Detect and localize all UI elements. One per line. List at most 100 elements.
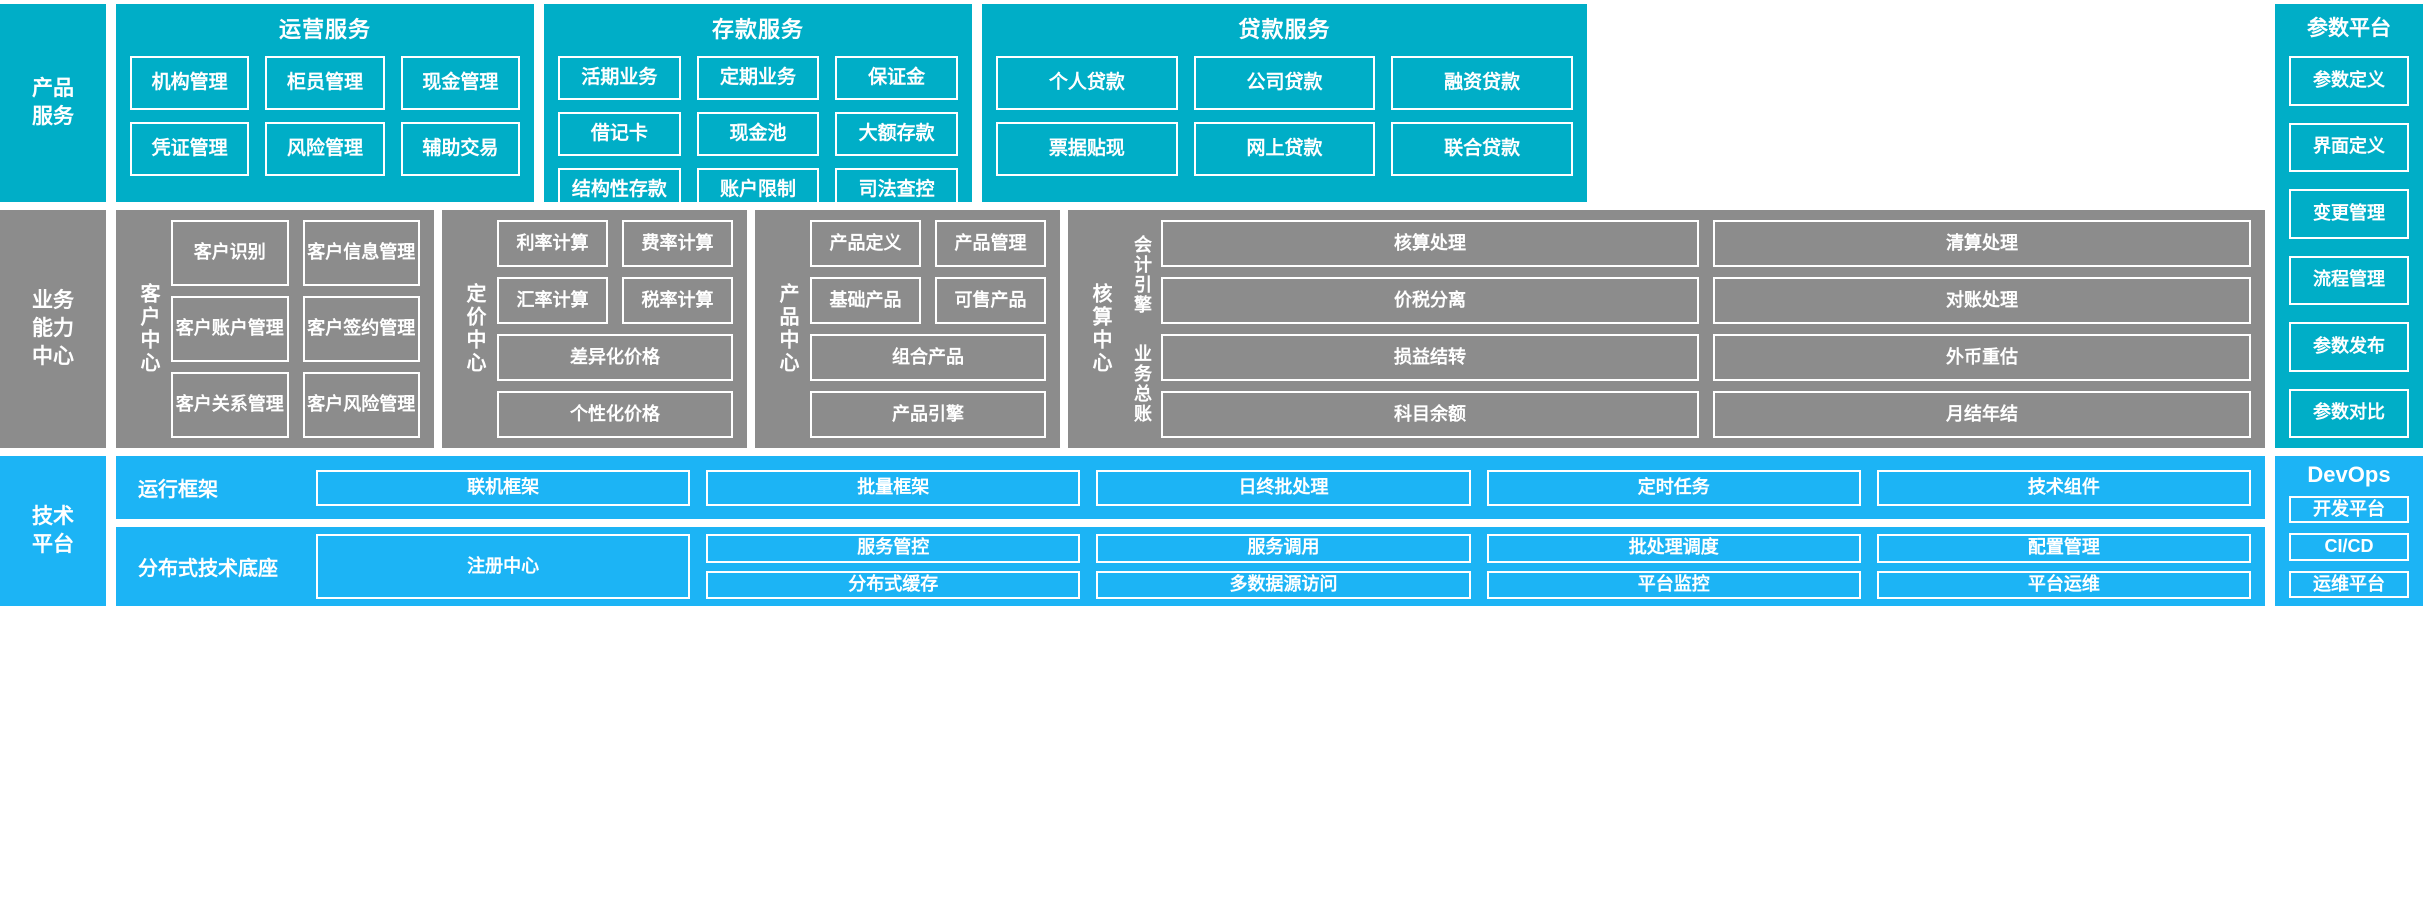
center-customer-label: 客户中心	[137, 283, 159, 375]
distributed-base-col-3: 批处理调度 平台监控	[1486, 534, 1861, 599]
param-item[interactable]: 参数对比	[2289, 388, 2409, 438]
tech-item[interactable]: 定时任务	[1486, 469, 1861, 506]
param-item[interactable]: 界面定义	[2289, 122, 2409, 172]
capability-item[interactable]: 产品管理	[935, 220, 1046, 267]
distributed-base-cells: 注册中心 服务管控 分布式缓存 服务调用 多数据源访问 批处理调度 平台监控	[316, 534, 2252, 599]
capability-item[interactable]: 客户关系管理	[171, 372, 289, 438]
center-product-label: 产品中心	[776, 283, 798, 375]
rail-technology-platform-line1: 技术	[32, 505, 74, 529]
capability-item[interactable]: 可售产品	[935, 277, 1046, 324]
capability-item[interactable]: 税率计算	[622, 277, 733, 324]
service-item[interactable]: 柜员管理	[265, 56, 385, 110]
devops-item[interactable]: 运维平台	[2289, 570, 2409, 598]
tech-item[interactable]: 多数据源访问	[1096, 570, 1471, 599]
param-platform-title: 参数平台	[2307, 17, 2391, 40]
tech-row-label-runtime-framework: 运行框架	[138, 479, 218, 501]
capability-item[interactable]: 损益结转	[1161, 334, 1699, 381]
capability-item[interactable]: 基础产品	[810, 277, 921, 324]
capability-centers: 客户中心 客户识别 客户信息管理 客户账户管理 客户签约管理 客户关系管理 客户…	[116, 210, 2265, 448]
service-item[interactable]: 风险管理	[265, 122, 385, 176]
service-item[interactable]: 网上贷款	[1193, 122, 1376, 176]
service-item[interactable]: 借记卡	[558, 112, 681, 156]
group-title-deposit-service: 存款服务	[711, 17, 804, 42]
capability-item[interactable]: 清算处理	[1713, 220, 2251, 267]
service-item[interactable]: 融资贷款	[1391, 56, 1573, 110]
capability-item[interactable]: 价税分离	[1161, 277, 1699, 324]
service-item[interactable]: 活期业务	[558, 56, 681, 100]
tech-item[interactable]: 配置管理	[1876, 534, 2252, 563]
capability-item[interactable]: 对账处理	[1713, 277, 2251, 324]
service-item[interactable]: 公司贷款	[1193, 56, 1376, 110]
tech-item[interactable]: 日终批处理	[1096, 469, 1471, 506]
service-item[interactable]: 大额存款	[835, 112, 958, 156]
tech-item[interactable]: 服务调用	[1096, 534, 1471, 563]
capability-item[interactable]: 差异化价格	[497, 334, 733, 381]
capability-item[interactable]: 汇率计算	[497, 277, 608, 324]
devops-item[interactable]: CI/CD	[2289, 533, 2409, 561]
tech-item[interactable]: 批量框架	[706, 469, 1081, 506]
service-item[interactable]: 票据贴现	[996, 122, 1178, 176]
tech-item[interactable]: 服务管控	[706, 534, 1081, 563]
service-item[interactable]: 联合贷款	[1391, 122, 1573, 176]
group-deposit-service: 存款服务 活期业务 定期业务 保证金 借记卡 现金池 大额存款 结构性存款 账户…	[544, 4, 972, 212]
param-item[interactable]: 参数发布	[2289, 322, 2409, 372]
devops-title: DevOps	[2307, 462, 2391, 487]
capability-item[interactable]: 客户信息管理	[302, 220, 420, 286]
center-accounting: 核算中心 会计引擎 业务总账 核算处理 清算处理 价税分离 对账处理 损益结转 …	[1068, 210, 2265, 448]
devops-list: 开发平台 CI/CD 运维平台	[2289, 496, 2409, 598]
tech-item[interactable]: 技术组件	[1876, 469, 2252, 506]
deposit-service-grid: 活期业务 定期业务 保证金 借记卡 现金池 大额存款 结构性存款 账户限制 司法…	[558, 56, 958, 212]
capability-item[interactable]: 个性化价格	[497, 391, 733, 438]
capability-item[interactable]: 产品引擎	[810, 391, 1046, 438]
center-accounting-label: 核算中心	[1089, 283, 1111, 375]
capability-item[interactable]: 组合产品	[810, 334, 1046, 381]
capability-item[interactable]: 客户识别	[171, 220, 289, 286]
tech-item[interactable]: 联机框架	[316, 469, 691, 506]
service-item[interactable]: 辅助交易	[400, 122, 520, 176]
capability-item[interactable]: 产品定义	[810, 220, 921, 267]
param-item[interactable]: 流程管理	[2289, 255, 2409, 305]
capability-item[interactable]: 外币重估	[1713, 334, 2251, 381]
distributed-base-col-1: 服务管控 分布式缓存	[706, 534, 1081, 599]
rail-product-service-line2: 服务	[32, 105, 74, 128]
param-item[interactable]: 变更管理	[2289, 189, 2409, 239]
tech-item[interactable]: 平台运维	[1876, 570, 2252, 599]
group-title-operation-service: 运营服务	[278, 17, 371, 42]
distributed-base-col-4: 配置管理 平台运维	[1876, 534, 2252, 599]
technology-platform-band: 技术 平台 运行框架 联机框架 批量框架 日终批处理 定时任务 技术组件 分布式…	[0, 456, 2423, 606]
service-item[interactable]: 保证金	[835, 56, 958, 100]
loan-service-grid: 个人贷款 公司贷款 融资贷款 票据贴现 网上贷款 联合贷款	[996, 56, 1573, 176]
service-item[interactable]: 结构性存款	[558, 168, 681, 212]
tech-item[interactable]: 平台监控	[1486, 570, 1861, 599]
product-service-groups: 运营服务 机构管理 柜员管理 现金管理 凭证管理 风险管理 辅助交易 存款服务 …	[116, 4, 2265, 212]
group-operation-service: 运营服务 机构管理 柜员管理 现金管理 凭证管理 风险管理 辅助交易	[116, 4, 534, 202]
service-item[interactable]: 个人贷款	[996, 56, 1178, 110]
rail-technology-platform: 技术 平台	[0, 456, 106, 606]
capability-item[interactable]: 月结年结	[1713, 391, 2251, 438]
capability-item[interactable]: 科目余额	[1161, 391, 1699, 438]
capability-item[interactable]: 利率计算	[497, 220, 608, 267]
service-item[interactable]: 司法查控	[835, 168, 958, 212]
service-item[interactable]: 凭证管理	[130, 122, 250, 176]
rail-business-capability-line3: 中心	[32, 344, 74, 368]
rail-business-capability-line1: 业务	[32, 289, 74, 313]
service-item[interactable]: 定期业务	[696, 56, 820, 100]
service-item[interactable]: 现金管理	[400, 56, 520, 110]
tech-item[interactable]: 分布式缓存	[706, 570, 1081, 599]
devops-column: DevOps 开发平台 CI/CD 运维平台	[2275, 456, 2423, 606]
devops-item[interactable]: 开发平台	[2289, 496, 2409, 524]
business-capability-band: 业务 能力 中心 客户中心 客户识别 客户信息管理 客户账户管理 客户签约管理 …	[0, 210, 2423, 448]
capability-item[interactable]: 客户账户管理	[171, 296, 289, 362]
capability-item[interactable]: 客户签约管理	[302, 296, 420, 362]
service-item[interactable]: 账户限制	[696, 168, 820, 212]
tech-item[interactable]: 注册中心	[316, 534, 691, 599]
capability-item[interactable]: 客户风险管理	[302, 372, 420, 438]
tech-item[interactable]: 批处理调度	[1486, 534, 1861, 563]
capability-item[interactable]: 费率计算	[622, 220, 733, 267]
param-item[interactable]: 参数定义	[2289, 56, 2409, 106]
capability-item[interactable]: 核算处理	[1161, 220, 1699, 267]
service-item[interactable]: 现金池	[696, 112, 820, 156]
tech-row-label-distributed-base: 分布式技术底座	[138, 558, 278, 580]
service-item[interactable]: 机构管理	[130, 56, 250, 110]
